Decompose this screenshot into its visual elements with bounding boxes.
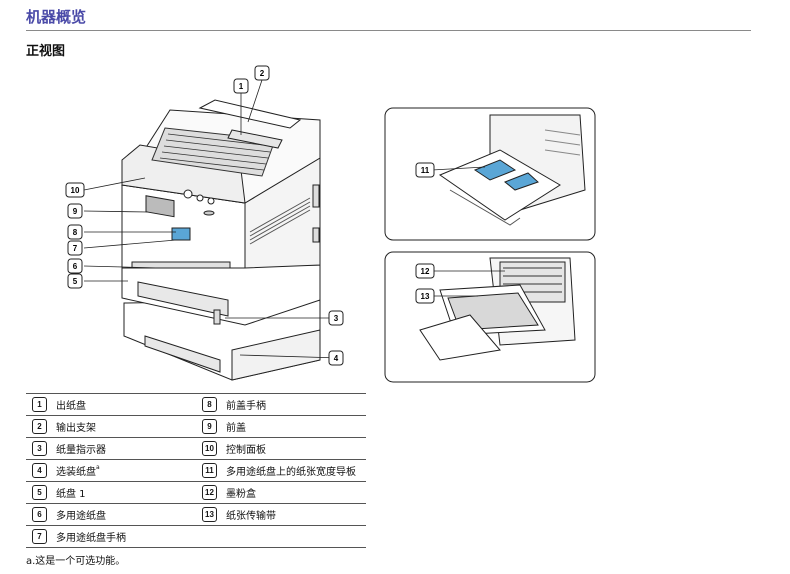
title-divider [26,30,751,31]
empty-cell [196,525,366,548]
legend-label: 纸量指示器 [56,445,106,456]
footnote: a.这是一个可选功能。 [26,556,126,567]
legend-label: 纸张传输带 [226,511,276,522]
svg-text:1: 1 [239,82,244,91]
legend-number: 2 [32,419,47,434]
legend-number: 13 [202,507,217,522]
legend-label: 前盖手柄 [226,401,266,412]
svg-text:4: 4 [334,354,339,363]
legend-label: 选装纸盘 [56,467,96,478]
legend-label: 出纸盘 [56,401,86,412]
table-row: 3 纸量指示器 10 控制面板 [26,437,366,460]
callout-2: 2 [254,65,270,81]
callout-11: 11 [415,162,435,178]
legend-number: 9 [202,419,217,434]
page-title: 机器概览 [26,8,87,26]
legend-label: 墨粉盒 [226,489,256,500]
svg-text:10: 10 [71,186,80,195]
legend-number: 1 [32,397,47,412]
parts-legend-table: 1 出纸盘 8 前盖手柄 2 输出支架 9 前盖 3 纸量指示器 10 控制面板 4 选装纸盘… [26,393,366,548]
table-row: 1 出纸盘 8 前盖手柄 [26,393,366,416]
svg-text:12: 12 [421,267,430,276]
legend-label: 多用途纸盘 [56,511,106,522]
legend-label: 前盖 [226,423,246,434]
svg-text:6: 6 [73,262,78,271]
table-row: 6 多用途纸盘 13 纸张传输带 [26,503,366,526]
legend-label: 多用途纸盘上的纸张宽度导板 [226,467,356,478]
callout-9: 9 [67,203,83,219]
callout-7: 7 [67,240,83,256]
legend-number: 3 [32,441,47,456]
table-row: 5 纸盘 1 12 墨粉盒 [26,481,366,504]
legend-label: 多用途纸盘手柄 [56,533,126,544]
callout-1: 1 [233,78,249,94]
table-row: 4 选装纸盘a 11 多用途纸盘上的纸张宽度导板 [26,459,366,482]
table-row: 7 多用途纸盘手柄 [26,525,366,548]
callout-6: 6 [67,258,83,274]
legend-number: 7 [32,529,47,544]
callout-13: 13 [415,288,435,304]
callout-12: 12 [415,263,435,279]
callout-5: 5 [67,273,83,289]
svg-text:13: 13 [421,292,430,301]
svg-text:8: 8 [73,228,78,237]
printer-illustration: 1 2 3 4 5 6 7 8 9 10 11 12 13 [65,65,596,383]
svg-text:7: 7 [73,244,78,253]
footnote-marker: a [96,464,100,472]
svg-text:2: 2 [260,69,265,78]
legend-number: 11 [202,463,217,478]
legend-number: 8 [202,397,217,412]
legend-number: 6 [32,507,47,522]
legend-number: 10 [202,441,217,456]
toner-belt-illustration [419,257,576,361]
legend-label: 控制面板 [226,445,266,456]
legend-number: 4 [32,463,47,478]
svg-text:5: 5 [73,277,78,286]
svg-text:9: 9 [73,207,78,216]
legend-number: 12 [202,485,217,500]
svg-text:11: 11 [421,166,430,175]
printer-front-view [121,99,321,381]
svg-text:3: 3 [334,314,339,323]
callout-8: 8 [67,224,83,240]
legend-label: 纸盘 1 [56,489,86,500]
legend-label: 输出支架 [56,423,96,434]
section-subtitle: 正视图 [26,44,66,59]
callout-4: 4 [328,350,344,366]
table-row: 2 输出支架 9 前盖 [26,415,366,438]
callout-3: 3 [328,310,344,326]
callout-10: 10 [65,182,85,198]
legend-number: 5 [32,485,47,500]
